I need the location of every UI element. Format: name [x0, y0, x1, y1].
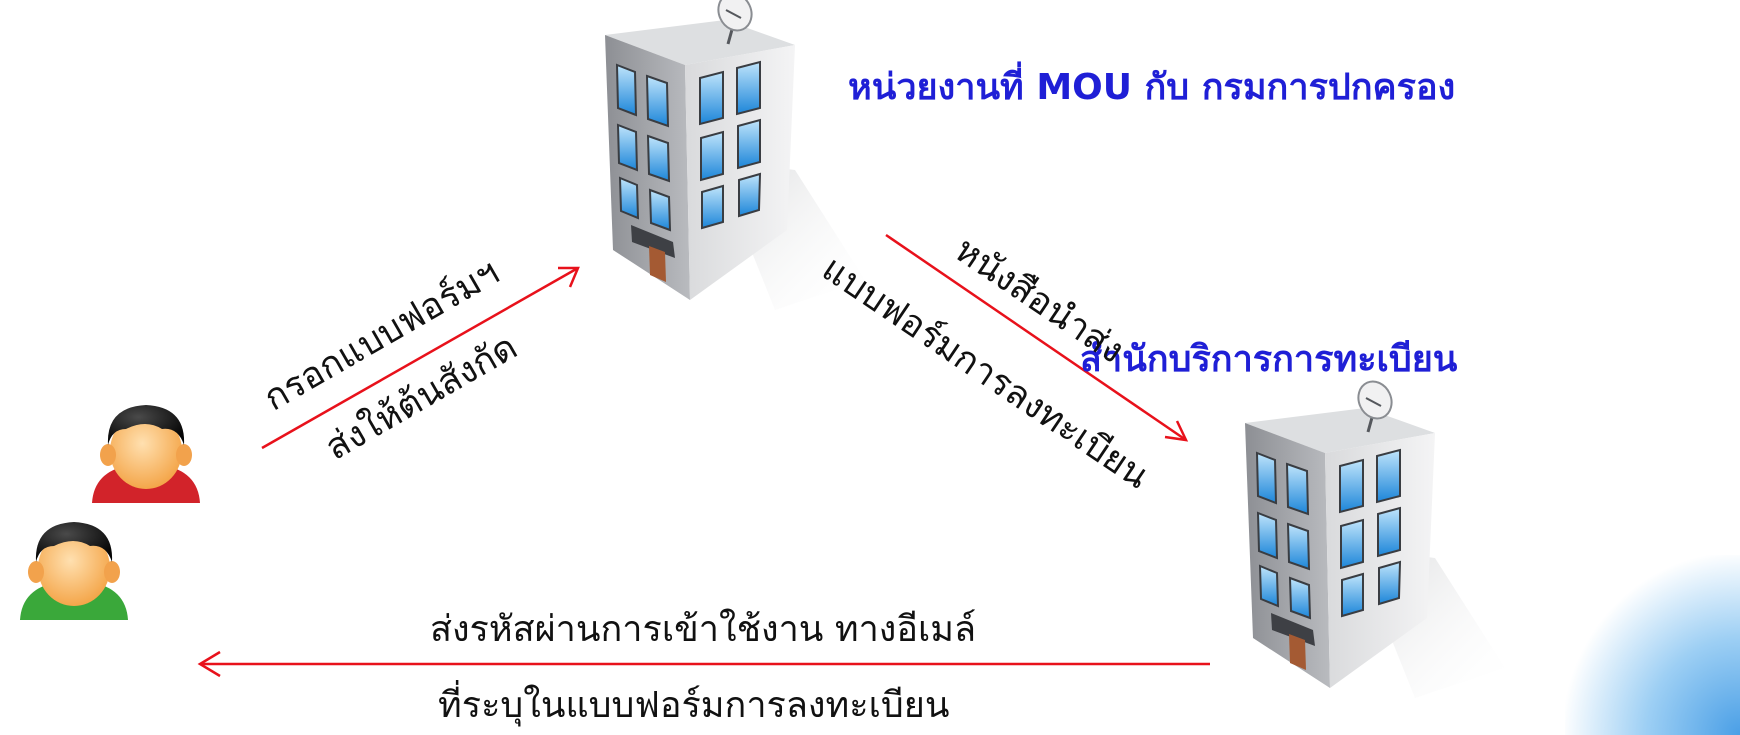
flow-arrows [197, 233, 1210, 678]
registry-label: สำนักบริการการทะเบียน [1080, 339, 1458, 380]
arrow-registry-to-user [197, 650, 1210, 678]
edge-registry-to-user-line2: ที่ระบุในแบบฟอร์มการลงทะเบียน [438, 685, 950, 726]
corner-decoration [1565, 555, 1740, 735]
registry-building-icon [1243, 374, 1507, 700]
top-org-label: หน่วยงานที่ MOU กับ กรมการปกครอง [848, 67, 1456, 108]
people-icon [20, 405, 200, 620]
person-red-icon [92, 405, 200, 503]
arrow-user-to-org [261, 266, 580, 450]
person-green-icon [20, 522, 128, 620]
edge-registry-to-user-line1: ส่งรหัสผ่านการเข้าใช้งาน ทางอีเมล์ [430, 609, 977, 650]
arrow-org-to-registry [885, 233, 1189, 442]
